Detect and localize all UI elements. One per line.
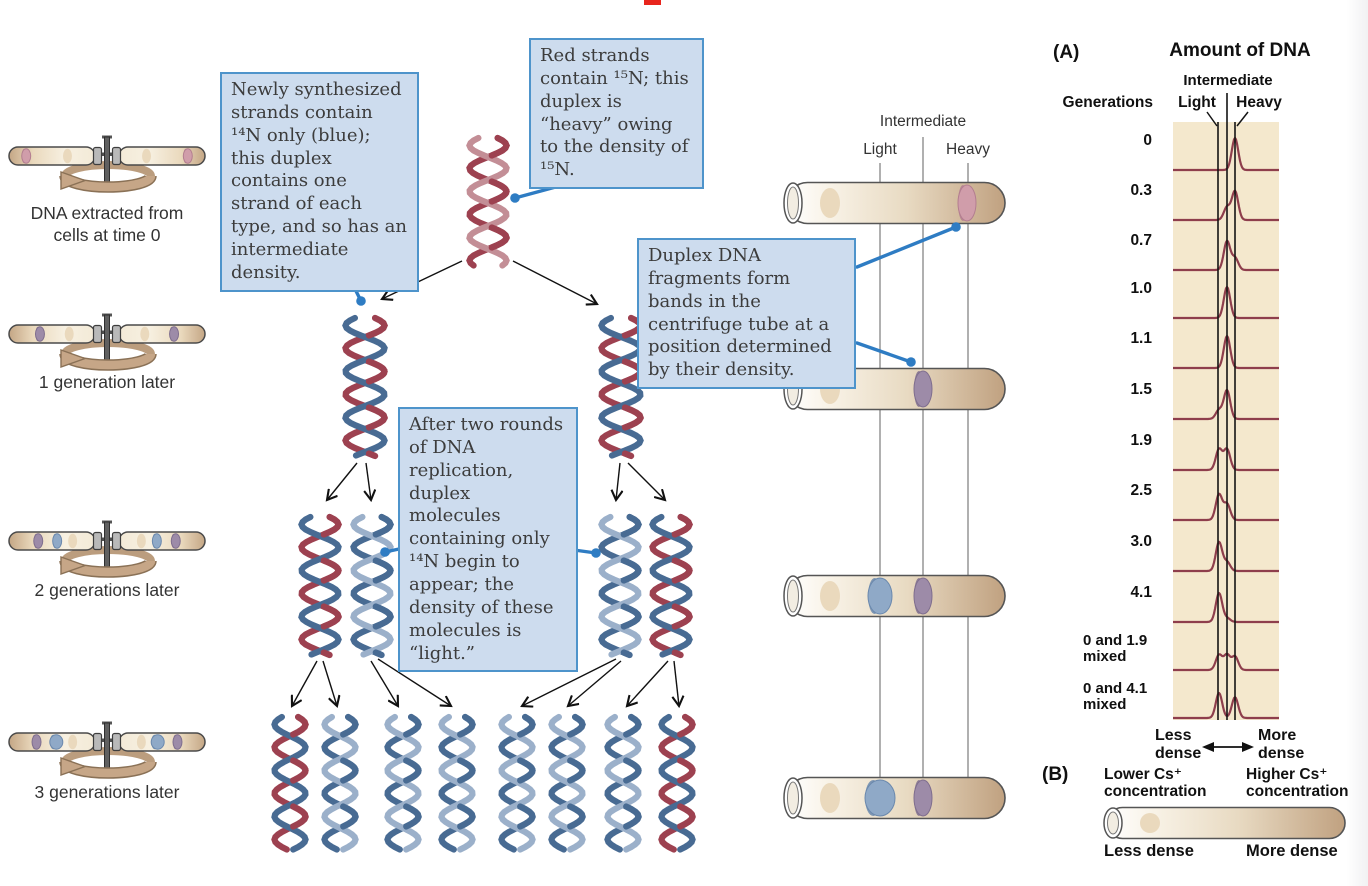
- generation-row-label: 0.7: [1130, 232, 1152, 249]
- generation-row-label: 0 and 1.9 mixed: [1083, 632, 1148, 666]
- centrifuge-rotor-0: [8, 135, 206, 193]
- dna-duplex-light-r3-2: [384, 713, 422, 853]
- cesium-gradient-tube: [1103, 806, 1346, 840]
- panel-a-more-dense-label: More dense: [1258, 727, 1305, 762]
- dna-duplex-hybrid-r1-0: [342, 314, 388, 460]
- generation-row-label: 2.5: [1130, 482, 1152, 499]
- generation-row-label: 0: [1143, 132, 1152, 149]
- centrifuge-rotor-2: [8, 520, 206, 578]
- panel-a-intermediate-label: Intermediate: [1183, 72, 1273, 89]
- dna-duplex-hybrid-r2-3: [649, 513, 693, 659]
- generation-row-label: 3.0: [1130, 533, 1152, 550]
- generation-row-label: 0.3: [1130, 182, 1152, 199]
- generation-row-label: 1.9: [1130, 432, 1152, 449]
- dna-duplex-light-r3-1: [321, 713, 359, 853]
- generation-row-label: 1.5: [1130, 381, 1152, 398]
- generation-row-label: 1.1: [1130, 330, 1152, 347]
- panel-a-less-dense-label: Less dense: [1155, 727, 1202, 762]
- dna-duplex-hybrid-r2-0: [298, 513, 342, 659]
- panel-a-light-label: Light: [1178, 94, 1216, 111]
- panel-b-lower-cs-label: Lower Cs⁺ concentration: [1104, 766, 1207, 801]
- panel-b-less-dense-label: Less dense: [1104, 842, 1194, 860]
- centrifuge-tube-0: [783, 181, 1006, 225]
- centrifuge-rotor-3: [8, 721, 206, 779]
- panel-a-heavy-label: Heavy: [1236, 94, 1282, 111]
- callout-red-strands: Red strands contain ¹⁵N; this duplex is …: [529, 38, 704, 190]
- panel-b-tag: (B): [1042, 764, 1069, 785]
- centrifuge-tube-2: [783, 574, 1006, 618]
- tube-column-light-label: Light: [863, 141, 897, 158]
- dna-duplex-light-r2-2: [598, 513, 642, 659]
- panel-b-higher-cs-label: Higher Cs⁺ concentration: [1246, 766, 1349, 801]
- rotor-label-3-generations: 3 generations later: [34, 782, 180, 802]
- dna-duplex-hybrid-r3-0: [271, 713, 309, 853]
- centrifuge-tube-3: [783, 776, 1006, 820]
- callout-duplex-bands: Duplex DNA fragments form bands in the c…: [637, 238, 856, 390]
- dna-duplex-light-r3-4: [498, 713, 536, 853]
- panel-a-generations-label: Generations: [1062, 94, 1153, 111]
- dna-duplex-heavy-r0-0: [466, 134, 510, 269]
- centrifuge-rotor-1: [8, 313, 206, 371]
- callout-after-two-rounds: After two rounds of DNA replication, dup…: [398, 407, 578, 673]
- dna-duplex-light-r2-1: [350, 513, 394, 659]
- rotor-label-time-0: DNA extracted from cells at time 0: [30, 203, 184, 246]
- rotor-label-2-generations: 2 generations later: [34, 580, 180, 600]
- panel-b-more-dense-label: More dense: [1246, 842, 1338, 860]
- generation-row-label: 4.1: [1130, 584, 1152, 601]
- generation-row-label: 1.0: [1130, 280, 1152, 297]
- tube-column-heavy-label: Heavy: [946, 141, 990, 158]
- panel-a-tag: (A): [1053, 42, 1080, 63]
- page-edge-shading: [1346, 0, 1368, 886]
- tube-column-intermediate-label: Intermediate: [879, 113, 967, 130]
- dna-duplex-light-r3-5: [548, 713, 586, 853]
- panel-a-title: Amount of DNA: [1169, 40, 1311, 61]
- dna-duplex-hybrid-r3-7: [658, 713, 696, 853]
- top-crop-mark: [644, 0, 661, 5]
- rotor-label-1-generation: 1 generation later: [38, 372, 176, 392]
- dna-duplex-light-r3-6: [604, 713, 642, 853]
- dna-duplex-light-r3-3: [438, 713, 476, 853]
- callout-newly-synthesized: Newly synthesized strands contain ¹⁴N on…: [220, 72, 419, 292]
- generation-row-label: 0 and 4.1 mixed: [1083, 680, 1148, 714]
